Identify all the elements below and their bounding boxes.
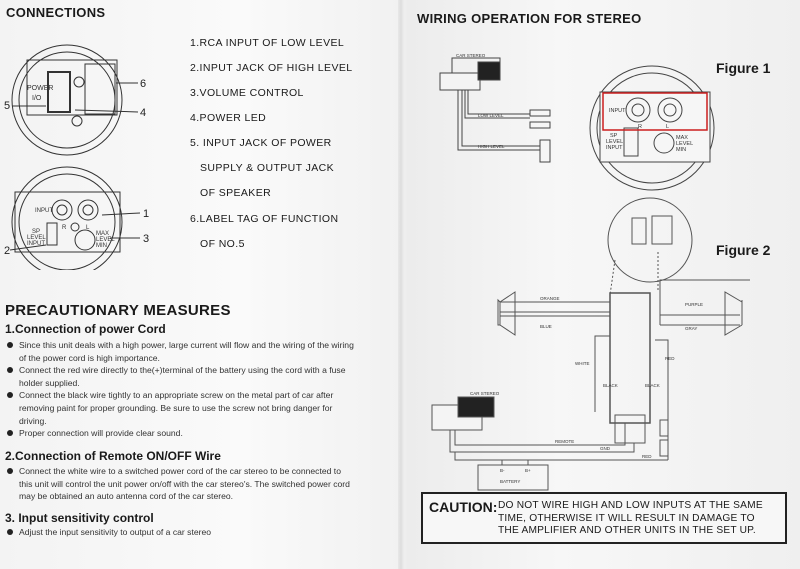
- l-label: L: [86, 225, 90, 231]
- bullet: Proper connection will provide clear sou…: [5, 427, 355, 440]
- l-label: L: [666, 124, 669, 130]
- level2-label: LEVEL: [676, 141, 693, 147]
- sp-label: SP: [32, 229, 40, 235]
- io-label: I/O: [32, 95, 42, 102]
- level2-label: LEVEL: [96, 237, 115, 243]
- figure-2-label: Figure 2: [716, 242, 771, 258]
- connection-item-4: 4.POWER LED: [190, 112, 267, 124]
- bullet: Connect the white wire to a switched pow…: [5, 465, 355, 503]
- power-label: POWER: [27, 85, 53, 92]
- red-wire-label: RED: [665, 356, 675, 361]
- bullet: Since this unit deals with a high power,…: [5, 339, 355, 364]
- input-label: INPUT: [35, 208, 53, 214]
- r-label: R: [62, 225, 67, 231]
- callout-1: 1: [143, 208, 149, 220]
- black-wire-label-2: BLACK: [645, 383, 660, 388]
- level-label: LEVEL: [606, 139, 623, 145]
- level-label: LEVEL: [27, 235, 46, 241]
- figure-2: ORANGE BLUE PURPLE GRAY WHITE RED BLACK …: [431, 197, 750, 491]
- callout-6: 6: [140, 78, 146, 90]
- connection-item-5b: SUPPLY & OUTPUT JACK: [200, 162, 335, 174]
- caution-box: CAUTION: DO NOT WIRE HIGH AND LOW INPUTS…: [421, 492, 787, 544]
- figure-1: CAR STEREO LOW LEVEL HIGH LEVEL INPUT R …: [439, 53, 715, 191]
- black-wire-label-1: BLACK: [603, 383, 618, 388]
- section-3: 3. Input sensitivity control Adjust the …: [5, 511, 355, 539]
- gnd-wire-label: GND: [600, 446, 611, 451]
- caution-line-2: TIME, OTHERWISE IT WILL RESULT IN DAMAGE…: [498, 512, 755, 524]
- callout-3: 3: [143, 233, 149, 245]
- section-heading: 3. Input sensitivity control: [5, 511, 154, 525]
- car-stereo-label-2: CAR STEREO: [470, 391, 500, 396]
- connection-item-6: 6.LABEL TAG OF FUNCTION: [190, 213, 339, 225]
- callout-4: 4: [140, 107, 146, 119]
- caution-line-3: THE AMPLIFIER AND OTHER UNITS IN THE SET…: [498, 525, 756, 536]
- connection-item-5: 5. INPUT JACK OF POWER: [190, 137, 332, 149]
- connection-item-5c: OF SPEAKER: [200, 187, 272, 199]
- bullet: Adjust the input sensitivity to output o…: [5, 526, 355, 539]
- wiring-title: WIRING OPERATION FOR STEREO: [417, 11, 642, 26]
- blue-wire-label: BLUE: [540, 324, 552, 329]
- amplifier-diagrams: POWER I/O 5 6 4 INPUT R L SP LEVEL INPUT…: [4, 44, 149, 270]
- car-stereo-label: CAR STEREO: [456, 53, 486, 58]
- min-label: MIN: [96, 243, 107, 249]
- caution-label: CAUTION:: [429, 499, 498, 515]
- input2-label: INPUT: [27, 241, 45, 247]
- connection-item-2: 2.INPUT JACK OF HIGH LEVEL: [190, 62, 353, 74]
- figure-1-label: Figure 1: [716, 60, 771, 76]
- orange-wire-label: ORANGE: [540, 296, 560, 301]
- red-wire-label-2: RED: [642, 454, 652, 459]
- section-heading: 1.Connection of power Cord: [5, 322, 166, 336]
- top-unit-diagram: POWER I/O 5 6 4: [4, 44, 146, 156]
- high-level-label: HIGH LEVEL: [478, 144, 505, 149]
- min-label: MIN: [676, 147, 686, 153]
- purple-wire-label: PURPLE: [685, 302, 703, 307]
- input-highlight-box: [602, 92, 708, 131]
- callout-5: 5: [4, 100, 10, 112]
- section-2: 2.Connection of Remote ON/OFF Wire Conne…: [5, 449, 355, 503]
- section-heading: 2.Connection of Remote ON/OFF Wire: [5, 449, 221, 463]
- page-fold: [398, 0, 404, 569]
- precautionary-title: PRECAUTIONARY MEASURES: [5, 302, 231, 319]
- r-label: R: [638, 124, 642, 130]
- sp-label: SP: [610, 133, 618, 139]
- low-level-label: LOW LEVEL: [478, 113, 504, 118]
- wiring-diagrams: CAR STEREO LOW LEVEL HIGH LEVEL INPUT R …: [431, 53, 750, 491]
- connection-item-1: 1.RCA INPUT OF LOW LEVEL: [190, 37, 345, 49]
- connection-item-3: 3.VOLUME CONTROL: [190, 87, 304, 99]
- max-label: MAX: [96, 231, 109, 237]
- bottom-unit-diagram: INPUT R L SP LEVEL INPUT MAX LEVEL MIN 1…: [4, 166, 149, 270]
- gray-wire-label: GRAY: [685, 326, 697, 331]
- battery-label: BATTERY: [500, 479, 520, 484]
- connection-item-6b: OF NO.5: [200, 238, 245, 250]
- bullet: Connect the black wire tightly to an app…: [5, 389, 355, 427]
- battery-plus-label: B+: [525, 468, 531, 473]
- battery-minus-label: B-: [500, 468, 505, 473]
- battery-box: [477, 464, 549, 491]
- bullet: Connect the red wire directly to the(+)t…: [5, 364, 355, 389]
- input2-label: INPUT: [606, 145, 623, 151]
- callout-2: 2: [4, 245, 10, 257]
- remote-wire-label: REMOTE: [555, 439, 574, 444]
- caution-line-1: DO NOT WIRE HIGH AND LOW INPUTS AT THE S…: [498, 500, 763, 511]
- connections-title: CONNECTIONS: [6, 5, 106, 20]
- input-label: INPUT: [609, 108, 626, 114]
- max-label: MAX: [676, 135, 688, 141]
- white-wire-label: WHITE: [575, 361, 590, 366]
- section-1: 1.Connection of power Cord Since this un…: [5, 322, 355, 440]
